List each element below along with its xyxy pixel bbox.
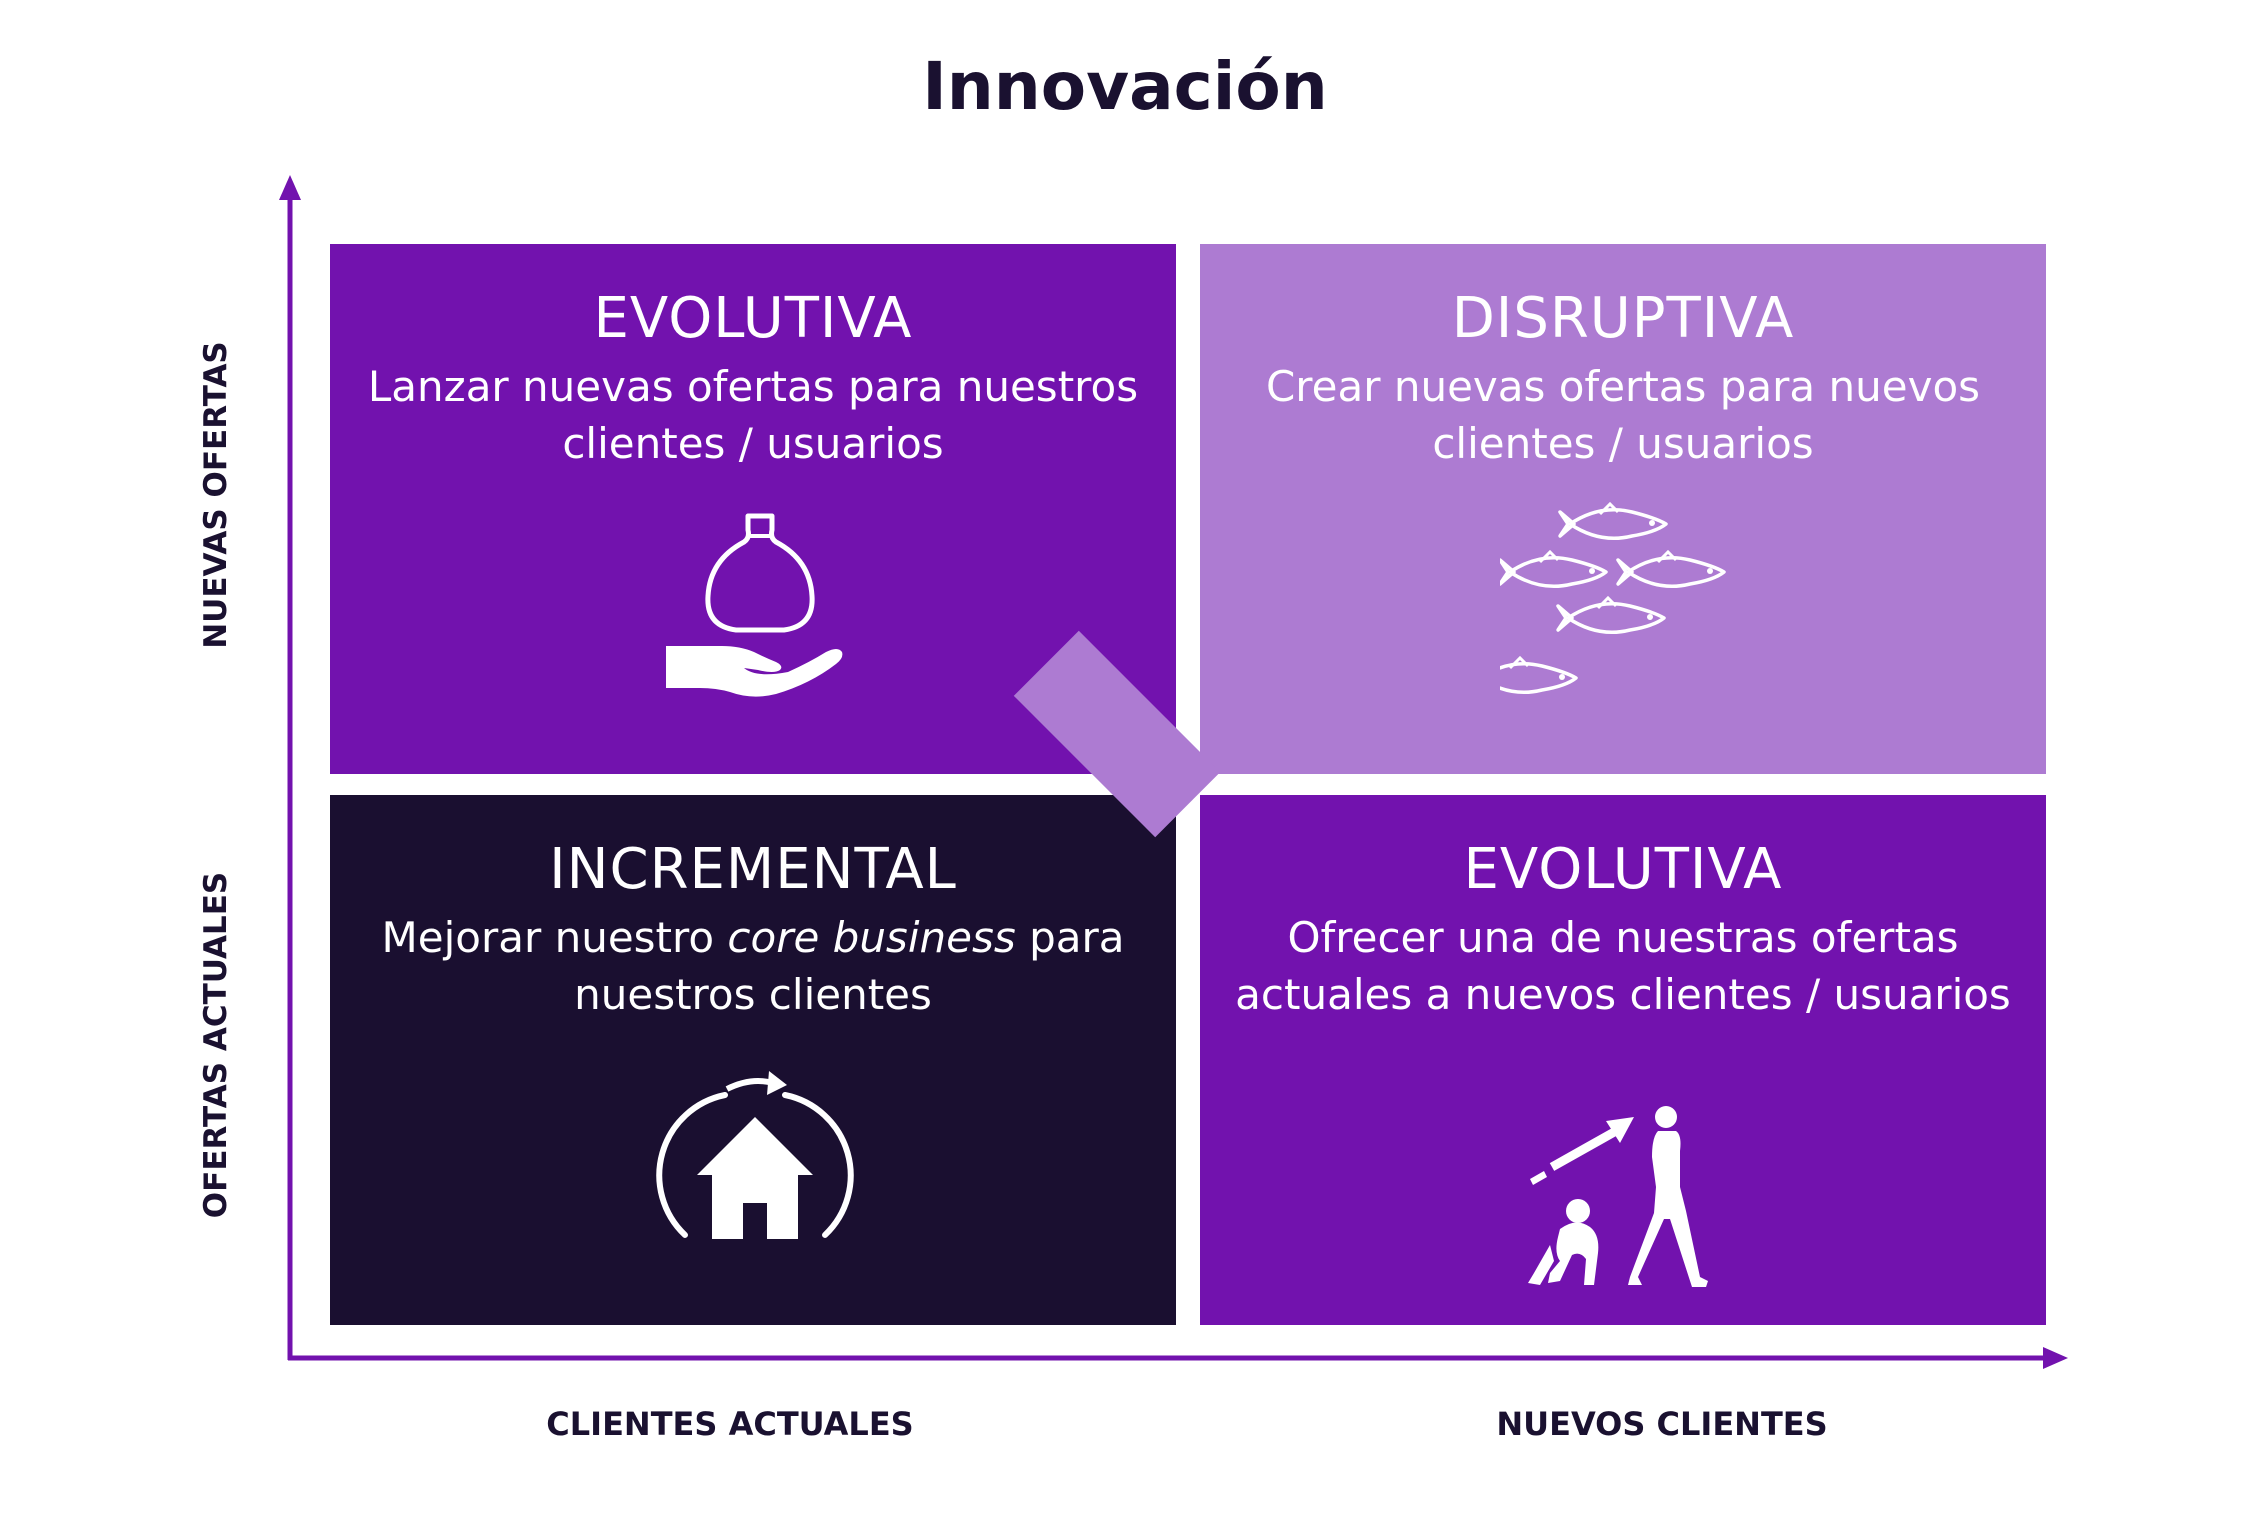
quadrant-title: DISRUPTIVA [1451,286,1795,351]
quadrant-description: Ofrecer una de nuestras ofertas actuales… [1235,913,2011,1019]
description-text: Mejorar nuestro [381,913,728,962]
x-axis-label-right: NUEVOS CLIENTES [1496,1405,1828,1443]
quadrant-disruptiva: DISRUPTIVA Crear nuevas ofertas para nue… [1200,244,2046,774]
y-axis-label-top: NUEVAS OFERTAS [198,341,234,649]
quadrant-description: Mejorar nuestro core business para nuest… [348,909,1158,1023]
home-cycle-icon [656,1071,854,1239]
quadrant-title: EVOLUTIVA [593,286,913,351]
y-axis-arrow-icon [279,175,301,200]
quadrant-description: Crear nuevas ofertas para nuevos cliente… [1265,362,1981,468]
description-emphasis: core business [727,913,1016,962]
x-axis-label-left: CLIENTES ACTUALES [546,1405,914,1443]
y-axis-label-bottom: OFERTAS ACTUALES [198,871,234,1219]
quadrant-title: INCREMENTAL [549,837,957,902]
page-title: Innovación [922,48,1328,125]
description-text: para nuestros clientes [574,913,1125,1019]
quadrant-description: Lanzar nuevas ofertas para nuestros clie… [367,362,1139,468]
human-evolution-icon [1528,1106,1708,1287]
quadrant-evolutiva-new-clients: EVOLUTIVA Ofrecer una de nuestras oferta… [1200,795,2046,1325]
money-bag-hand-icon [666,513,843,697]
fish-school-icon [1500,502,1726,695]
quadrant-title: EVOLUTIVA [1463,837,1783,902]
quadrant-incremental: INCREMENTAL Mejorar nuestro core busines… [330,795,1176,1325]
x-axis-arrow-icon [2043,1347,2068,1369]
